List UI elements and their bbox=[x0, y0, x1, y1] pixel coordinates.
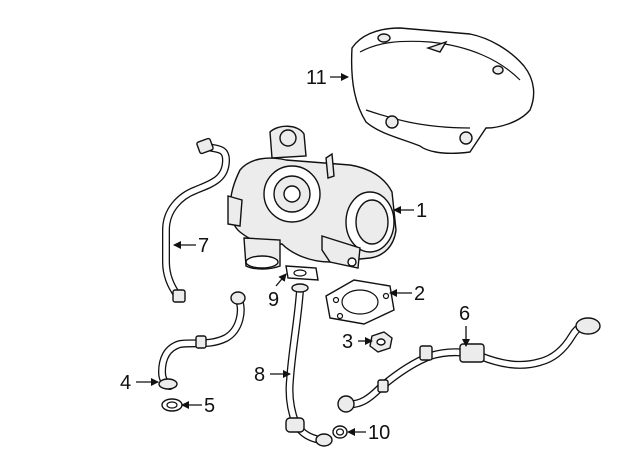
callout-9: 9 bbox=[268, 289, 279, 311]
callout-1: 1 bbox=[416, 200, 427, 222]
callout-5: 5 bbox=[204, 395, 215, 417]
callout-11: 11 bbox=[306, 67, 327, 89]
seal-ring-part bbox=[332, 425, 348, 439]
leader-9 bbox=[275, 273, 287, 287]
callout-4: 4 bbox=[120, 372, 131, 394]
callout-8: 8 bbox=[254, 364, 265, 386]
coolant-return-line-part bbox=[337, 317, 601, 413]
callout-10: 10 bbox=[368, 422, 390, 444]
callout-6: 6 bbox=[459, 303, 470, 325]
turbo-gasket-small-part bbox=[285, 265, 319, 281]
oil-return-line-part bbox=[158, 291, 246, 390]
nut-part bbox=[369, 331, 393, 353]
turbocharger-part bbox=[227, 125, 397, 270]
callout-2: 2 bbox=[414, 283, 425, 305]
flange-gasket-part bbox=[325, 279, 395, 325]
callout-labels: 1 2 3 4 5 6 7 8 9 10 11 bbox=[120, 67, 470, 444]
heat-shield-part bbox=[350, 27, 535, 155]
oil-feed-line-part bbox=[162, 137, 230, 303]
callout-3: 3 bbox=[342, 331, 353, 353]
washer-part bbox=[161, 398, 183, 412]
callout-7: 7 bbox=[198, 235, 209, 257]
coolant-pipe-part bbox=[285, 283, 333, 447]
leader-lines bbox=[136, 73, 470, 436]
